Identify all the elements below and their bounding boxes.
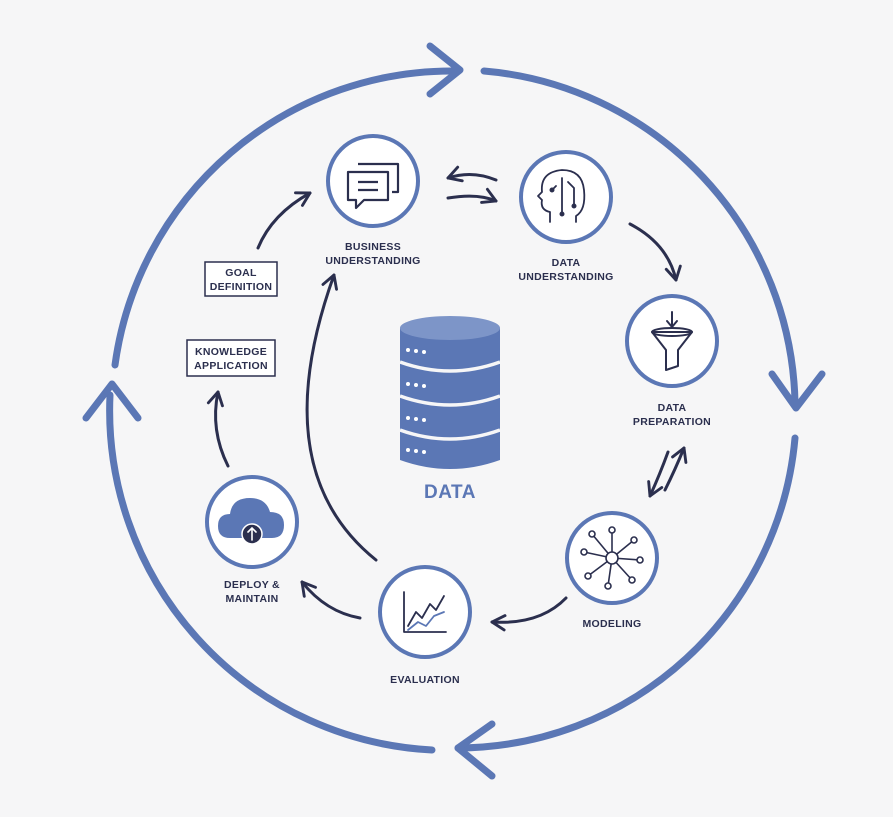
node-label-line1: DEPLOY &: [224, 579, 280, 591]
outer-arrowhead-right-icon: [768, 370, 826, 412]
brain-head-icon: [537, 169, 586, 223]
node-label-line1: MODELING: [583, 618, 642, 630]
box-knowledge-application: KNOWLEDGE APPLICATION: [186, 339, 276, 377]
outer-arc-top-right: [480, 67, 799, 406]
box-label-line2: APPLICATION: [194, 360, 268, 372]
node-label-line2: UNDERSTANDING: [518, 271, 613, 283]
node-label-line1: EVALUATION: [390, 674, 460, 686]
outer-arrowhead-left-icon: [82, 380, 142, 422]
node-evaluation: EVALUATION: [378, 565, 472, 686]
outer-arc-top-left: [111, 67, 462, 369]
arrow-data-understanding-to-preparation: [628, 222, 682, 282]
node-modeling: MODELING: [565, 511, 659, 630]
box-label-line1: GOAL: [225, 267, 257, 279]
chat-bubbles-icon: [346, 162, 400, 210]
node-label-line1: DATA: [658, 402, 687, 414]
arrow-preparation-to-modeling: [647, 450, 670, 498]
box-label-line2: DEFINITION: [210, 281, 273, 293]
outer-arc-bottom-left: [106, 391, 436, 754]
node-label-line2: UNDERSTANDING: [325, 255, 420, 267]
node-label-line2: MAINTAIN: [226, 593, 279, 605]
arrow-evaluation-to-deploy: [300, 580, 362, 620]
node-label-line2: PREPARATION: [633, 416, 711, 428]
outer-arc-bottom-right: [454, 434, 799, 752]
outer-arrowhead-bottom-icon: [454, 720, 496, 780]
database-icon: [399, 316, 501, 469]
funnel-icon: [651, 311, 693, 371]
arrow-deploy-to-knowledge: [206, 390, 230, 468]
node-data-preparation: DATA PREPARATION: [625, 294, 719, 428]
node-business-understanding: BUSINESS UNDERSTANDING: [325, 134, 420, 267]
line-chart-icon: [403, 591, 447, 633]
arrow-goal-to-business: [256, 191, 312, 250]
box-label-line1: KNOWLEDGE: [195, 346, 267, 358]
node-label-line1: BUSINESS: [345, 241, 401, 253]
arrow-business-to-data-understanding: [446, 187, 498, 204]
node-deploy-maintain: DEPLOY & MAINTAIN: [205, 475, 299, 605]
arrow-data-understanding-to-business: [446, 165, 498, 183]
network-icon: [580, 526, 644, 590]
outer-cycle-ring: [106, 67, 799, 754]
arrow-modeling-to-preparation: [663, 446, 688, 492]
cloud-upload-icon: [218, 498, 284, 545]
box-goal-definition: GOAL DEFINITION: [204, 261, 278, 297]
outer-arrowhead-top-icon: [426, 42, 464, 98]
arrow-modeling-to-evaluation: [490, 596, 568, 632]
node-label-line1: DATA: [552, 257, 581, 269]
arrow-evaluation-to-business: [305, 273, 378, 562]
center-data-label: DATA: [424, 482, 476, 503]
node-data-understanding: DATA UNDERSTANDING: [518, 150, 613, 283]
